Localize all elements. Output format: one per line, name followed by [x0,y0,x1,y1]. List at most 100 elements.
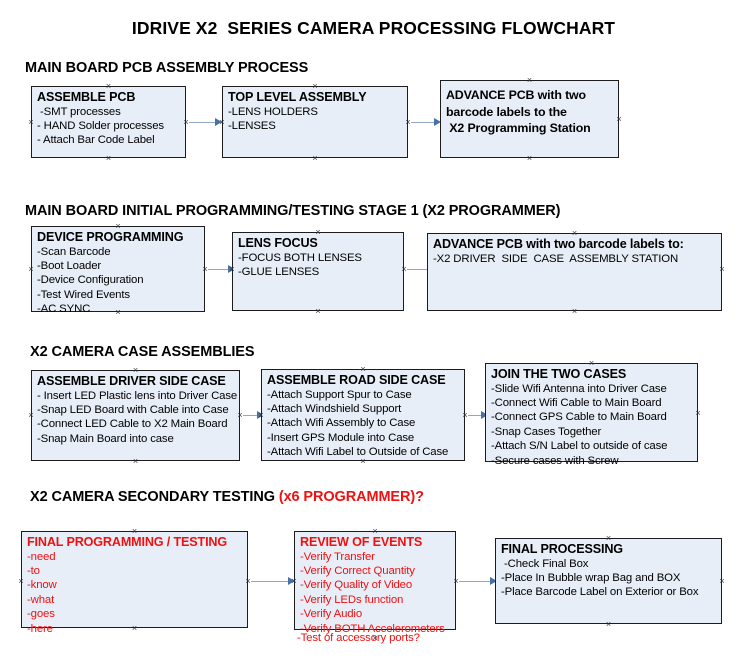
flowbox-line: - Attach Bar Code Label [37,134,155,147]
flowbox-assemble-driver-side-case[interactable]: ASSEMBLE DRIVER SIDE CASE - Insert LED P… [31,370,240,461]
connection-handle-left[interactable] [219,119,226,126]
arrow-final-programming-to-review-of-events [251,577,295,586]
flowbox-assemble-pcb[interactable]: ASSEMBLE PCB -SMT processes - HAND Solde… [31,86,186,158]
flowbox-join-the-two-cases[interactable]: JOIN THE TWO CASES -Slide Wifi Antenna i… [485,363,698,467]
section-heading-main-board-pcb-assembly-process: MAIN BOARD PCB ASSEMBLY PROCESS [25,60,309,76]
flowbox-top-level-assembly[interactable]: TOP LEVEL ASSEMBLY -LENS HOLDERS -LENSES [222,86,408,158]
flowbox-line: -Snap Cases Together [491,425,602,438]
connection-handle-bottom[interactable] [131,625,138,632]
connection-handle-bottom[interactable] [360,458,367,465]
connection-handle-right[interactable] [616,116,623,123]
flowbox-line: -Slide Wifi Antenna into Driver Case [491,382,667,395]
flowbox-line: -Verify LEDs function [300,593,404,606]
flowbox-device-programming[interactable]: DEVICE PROGRAMMING -Scan Barcode -Boot L… [31,226,205,315]
connection-handle-top[interactable] [360,366,367,373]
flowbox-line: -Verify BOTH Accelerometers [300,622,445,635]
connection-handle-right[interactable] [719,266,726,273]
connection-handle-left[interactable] [28,412,35,419]
flowbox-line: barcode labels to the [446,104,567,119]
connection-handle-left[interactable] [18,578,25,585]
flowbox-final-programming-testing[interactable]: FINAL PROGRAMMING / TESTING -need -to -k… [21,531,248,635]
flowbox-line: - Insert LED Plastic lens into Driver Ca… [37,389,238,402]
flowbox-line: -Verify Correct Quantity [300,564,415,577]
connection-handle-left[interactable] [258,412,265,419]
flowbox-title: ASSEMBLE PCB [37,90,136,104]
flowbox-line: -Scan Barcode [37,245,111,258]
flowbox-line: -need [27,550,56,563]
flowbox-line: -Device Configuration [37,274,144,287]
flowbox-title: JOIN THE TWO CASES [491,367,627,381]
flowbox-line: -Connect LED Cable to X2 Main Board [37,418,228,431]
flowbox-advance-pcb-to-driver-side-case-station[interactable]: ADVANCE PCB with two barcode labels to: … [427,233,722,311]
flowbox-lens-focus[interactable]: LENS FOCUS -FOCUS BOTH LENSES -GLUE LENS… [232,232,404,311]
flowbox-line: -Check Final Box [501,557,589,570]
flowbox-line: -Attach Wifi Assembly to Case [267,417,416,430]
connection-handle-top[interactable] [571,230,578,237]
connection-handle-left[interactable] [229,266,236,273]
flowbox-line: -LENSES [228,119,276,132]
flowbox-line: -Verify Audio [300,608,362,621]
flowbox-line: -Snap LED Board with Cable into Case [37,403,229,416]
connection-handle-top[interactable] [588,360,595,367]
connection-handle-bottom[interactable] [115,309,122,316]
connection-handle-left[interactable] [28,266,35,273]
connection-handle-bottom[interactable] [315,308,322,315]
connection-handle-top[interactable] [131,528,138,535]
section-heading-x2-camera-secondary-testing: X2 CAMERA SECONDARY TESTING (x6 PROGRAMM… [30,489,424,505]
connection-handle-left[interactable] [28,119,35,126]
section-heading-text: X2 CAMERA SECONDARY TESTING [30,489,279,505]
flowbox-line: -goes [27,608,55,621]
arrow-review-of-events-to-final-processing [459,577,497,586]
flowbox-advance-pcb-to-x2-programming-station[interactable]: ADVANCE PCB with two barcode labels to t… [440,80,619,158]
connection-handle-bottom[interactable] [372,635,379,642]
section-heading-accent: (x6 PROGRAMMER)? [278,489,424,505]
connection-handle-bottom[interactable] [526,155,533,162]
flowbox-title: TOP LEVEL ASSEMBLY [228,90,367,104]
connection-handle-bottom[interactable] [132,458,139,465]
arrow-assemble-pcb-to-top-level-assembly [189,118,222,127]
flowbox-line: X2 Programming Station [446,121,591,136]
connection-handle-right[interactable] [695,410,702,417]
connection-handle-top[interactable] [315,229,322,236]
page-title: IDRIVE X2 SERIES CAMERA PROCESSING FLOWC… [131,18,616,38]
connection-handle-top[interactable] [115,223,122,230]
flowbox-line: -SMT processes [37,105,121,118]
connection-handle-top[interactable] [526,77,533,84]
flowbox-line: -Attach Wifi Label to Outside of Case [267,446,449,459]
section-heading-main-board-initial-programming: MAIN BOARD INITIAL PROGRAMMING/TESTING S… [25,203,561,219]
flowbox-overflow-line: -Test of accessory ports? [297,632,420,644]
flowbox-line: - HAND Solder processes [37,119,164,132]
flowbox-line: -Connect Wifi Cable to Main Board [491,396,662,409]
flowbox-final-processing[interactable]: FINAL PROCESSING -Check Final Box -Place… [495,538,722,624]
flowbox-line: -FOCUS BOTH LENSES [238,251,362,264]
section-heading-x2-camera-case-assemblies: X2 CAMERA CASE ASSEMBLIES [30,344,255,360]
connection-handle-bottom[interactable] [105,155,112,162]
connection-handle-bottom[interactable] [588,459,595,466]
connection-handle-bottom[interactable] [605,621,612,628]
connection-handle-top[interactable] [312,83,319,90]
connection-handle-bottom[interactable] [312,155,319,162]
flowbox-title: ADVANCE PCB with two barcode labels to: [433,237,684,251]
flowbox-line: ADVANCE PCB with two [446,88,586,102]
flowbox-title: ASSEMBLE DRIVER SIDE CASE [37,374,226,388]
flowbox-line: -Place Barcode Label on Exterior or Box [501,586,699,599]
flowbox-title: LENS FOCUS [238,236,318,250]
connection-handle-top[interactable] [372,528,379,535]
flowbox-line: -what [27,593,55,606]
flowbox-line: -to [27,564,40,577]
connection-handle-top[interactable] [605,535,612,542]
flowbox-assemble-road-side-case[interactable]: ASSEMBLE ROAD SIDE CASE -Attach Support … [261,369,465,461]
connection-handle-left[interactable] [291,578,298,585]
connection-handle-bottom[interactable] [571,308,578,315]
flowbox-review-of-events[interactable]: REVIEW OF EVENTS -Verify Transfer -Verif… [294,531,456,635]
connection-handle-right[interactable] [719,578,726,585]
flowbox-line: -Attach Support Spur to Case [267,388,412,401]
flowbox-line: -Attach Windshield Support [267,402,402,415]
flowbox-title: ASSEMBLE ROAD SIDE CASE [267,373,446,387]
connection-handle-top[interactable] [105,83,112,90]
flowbox-line: -Test Wired Events [37,288,130,301]
flowbox-line: -know [27,579,57,592]
connection-handle-top[interactable] [132,367,139,374]
flowbox-line: -here [27,622,53,635]
flowbox-line: -Snap Main Board into case [37,432,174,445]
